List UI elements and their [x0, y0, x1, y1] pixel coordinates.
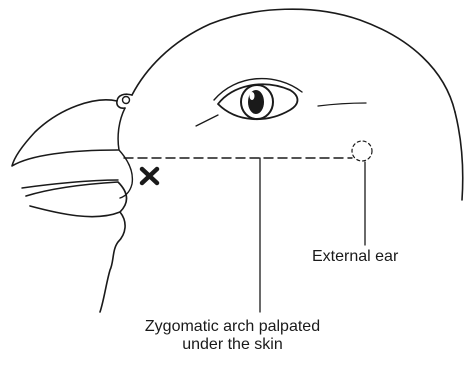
cheek-outline	[119, 150, 132, 198]
throat-outline	[100, 212, 125, 312]
zygomatic-label-line2: under the skin	[0, 336, 465, 354]
lower-beak	[26, 182, 127, 217]
zygomatic-label-line1: Zygomatic arch palpated	[0, 318, 465, 336]
x-marker	[142, 169, 157, 183]
upper-beak	[12, 100, 118, 166]
external-ear-label: External ear	[312, 248, 398, 266]
eye-stripe-front	[196, 115, 218, 126]
head-outline	[132, 9, 455, 112]
external-ear-marker	[352, 141, 372, 161]
upper-beak-base	[118, 108, 125, 150]
eye-highlight	[250, 92, 255, 100]
nape-outline	[455, 112, 463, 200]
nostril	[123, 97, 130, 104]
eye-stripe-back	[318, 103, 366, 106]
zygomatic-arch-label: Zygomatic arch palpated under the skin	[0, 318, 465, 354]
